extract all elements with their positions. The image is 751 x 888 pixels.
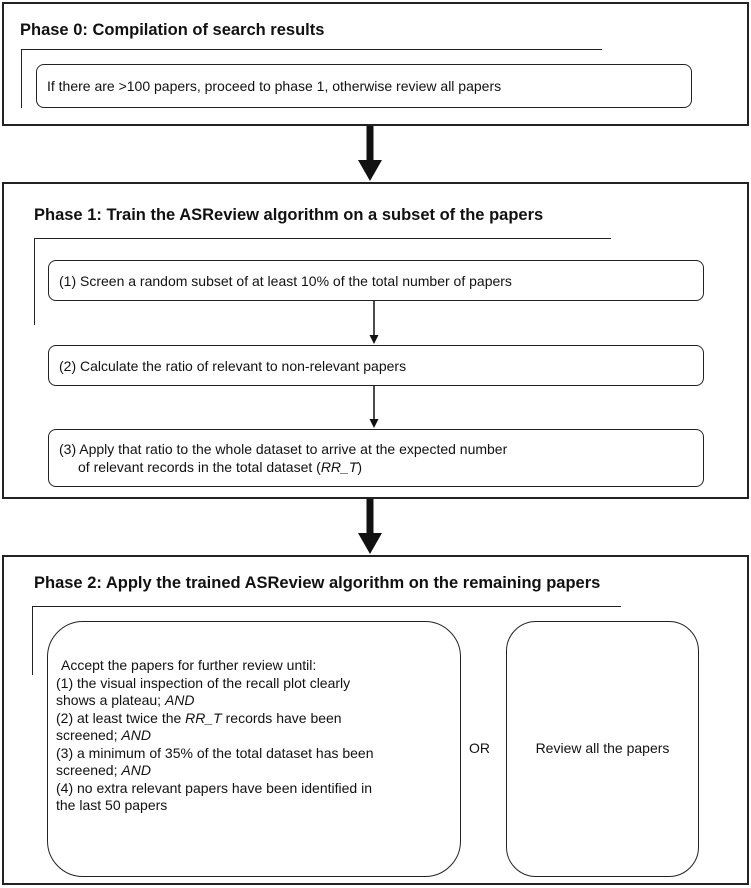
phase-0-step-text: If there are >100 papers, proceed to pha… bbox=[47, 78, 502, 94]
phase-1-step-3: (3) Apply that ratio to the whole datase… bbox=[48, 429, 704, 487]
condition-2-suffix: records have been bbox=[221, 709, 342, 726]
and-connector: AND bbox=[121, 727, 151, 743]
arrow-step1-to-step2 bbox=[369, 301, 379, 344]
and-connector: AND bbox=[121, 762, 151, 778]
step-3-prefix: of relevant records in the total dataset… bbox=[78, 459, 321, 475]
phase-2-box: Phase 2: Apply the trained ASReview algo… bbox=[2, 555, 749, 885]
alternative-box: Review all the papers bbox=[506, 621, 699, 877]
phase-1-bracket bbox=[34, 238, 611, 325]
condition-1-line-1: (1) the visual inspection of the recall … bbox=[56, 674, 351, 691]
phase-1-title: Phase 1: Train the ASReview algorithm on… bbox=[34, 206, 544, 224]
phase-1-box: Phase 1: Train the ASReview algorithm on… bbox=[2, 182, 749, 499]
condition-1-text: shows a plateau; bbox=[56, 692, 165, 708]
condition-2-line-1: (2) at least twice the RR_T records have… bbox=[56, 710, 374, 728]
arrow-step2-to-step3 bbox=[369, 386, 379, 428]
phase-1-step-2: (2) Calculate the ratio of relevant to n… bbox=[48, 345, 704, 386]
phase-1-step-3-text: (3) Apply that ratio to the whole datase… bbox=[59, 440, 695, 476]
condition-2-text: screened; bbox=[56, 727, 122, 743]
phase-2-title: Phase 2: Apply the trained ASReview algo… bbox=[34, 574, 601, 592]
phase-1-step-1-text: (1) Screen a random subset of at least 1… bbox=[59, 272, 512, 289]
condition-4-line-1: (4) no extra relevant papers have been i… bbox=[56, 779, 372, 796]
stopping-conditions-text: Accept the papers for further review unt… bbox=[56, 657, 374, 815]
phase-0-step: If there are >100 papers, proceed to pha… bbox=[36, 64, 692, 108]
stopping-conditions-box: Accept the papers for further review unt… bbox=[47, 621, 461, 877]
condition-2-line-2: screened; AND bbox=[56, 727, 374, 745]
condition-3-line-1: (3) a minimum of 35% of the total datase… bbox=[56, 744, 374, 761]
rr-t-term: RR_T bbox=[320, 459, 358, 475]
phase-0-box: Phase 0: Compilation of search results I… bbox=[2, 2, 749, 126]
phase-1-step-3-line-1: (3) Apply that ratio to the whole datase… bbox=[59, 441, 508, 457]
phase-2-bracket bbox=[32, 606, 621, 675]
rr-t-term: RR_T bbox=[185, 709, 222, 726]
phase-0-title: Phase 0: Compilation of search results bbox=[20, 21, 325, 39]
arrow-phase0-to-phase1 bbox=[358, 126, 382, 181]
conditions-intro: Accept the papers for further review unt… bbox=[61, 657, 317, 673]
or-label: OR bbox=[469, 740, 490, 756]
step-3-suffix: ) bbox=[357, 459, 363, 475]
condition-3-text: screened; bbox=[56, 762, 122, 778]
condition-2-prefix: (2) at least twice the bbox=[56, 709, 186, 726]
and-connector: AND bbox=[164, 692, 195, 708]
condition-1-line-2: shows a plateau; AND bbox=[56, 692, 374, 710]
arrow-phase1-to-phase2 bbox=[358, 499, 382, 554]
condition-3-line-2: screened; AND bbox=[56, 762, 374, 780]
phase-1-step-1: (1) Screen a random subset of at least 1… bbox=[48, 260, 704, 301]
condition-4-line-2: the last 50 papers bbox=[56, 797, 168, 813]
phase-1-step-2-text: (2) Calculate the ratio of relevant to n… bbox=[59, 357, 407, 374]
phase-1-step-3-line-2: of relevant records in the total dataset… bbox=[59, 458, 695, 476]
phase-0-bracket bbox=[21, 49, 602, 108]
alternative-text: Review all the papers bbox=[535, 740, 670, 756]
